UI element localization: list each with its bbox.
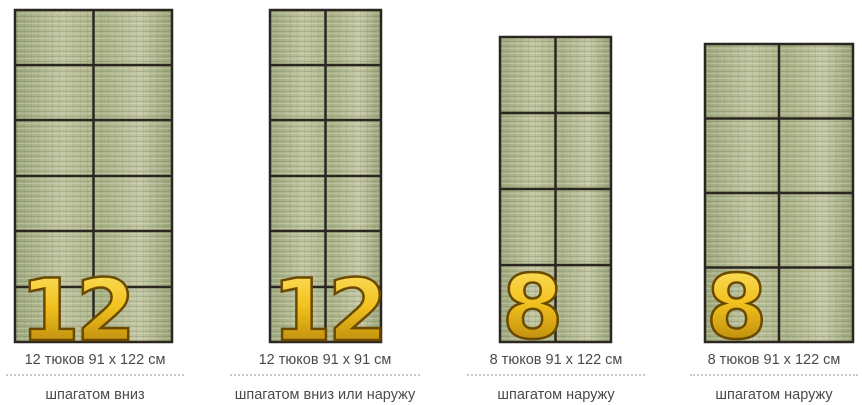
dotted-divider [6, 374, 184, 376]
dotted-divider [690, 374, 858, 376]
bale-count-number: 8 [502, 256, 563, 359]
stack-1-caption: 12 тюков 91 x 122 см шпагатом вниз [0, 350, 190, 405]
bale-stack-1: 12 [15, 10, 172, 361]
bale-size-label: 8 тюков 91 x 122 см [688, 350, 860, 370]
stack-2-caption: 12 тюков 91 x 91 см шпагатом вниз или на… [215, 350, 435, 405]
twine-orientation-label: шпагатом вниз [0, 385, 190, 405]
twine-orientation-label: шпагатом вниз или наружу [215, 385, 435, 405]
bale-count-number: 8 [706, 256, 767, 359]
bale-size-label: 12 тюков 91 x 122 см [0, 350, 190, 370]
dotted-divider [467, 374, 645, 376]
stack-4-caption: 8 тюков 91 x 122 см шпагатом наружу [688, 350, 860, 405]
bale-size-label: 8 тюков 91 x 122 см [462, 350, 650, 370]
bale-count-number: 12 [20, 261, 132, 361]
bale-stack-3: 8 [500, 37, 611, 359]
bale-stack-2: 12 [270, 10, 384, 361]
dotted-divider [230, 374, 420, 376]
stack-3-caption: 8 тюков 91 x 122 см шпагатом наружу [462, 350, 650, 405]
twine-orientation-label: шпагатом наружу [462, 385, 650, 405]
bale-stack-4: 8 [705, 44, 853, 359]
bale-count-number: 12 [272, 261, 384, 361]
bale-size-label: 12 тюков 91 x 91 см [215, 350, 435, 370]
twine-orientation-label: шпагатом наружу [688, 385, 860, 405]
